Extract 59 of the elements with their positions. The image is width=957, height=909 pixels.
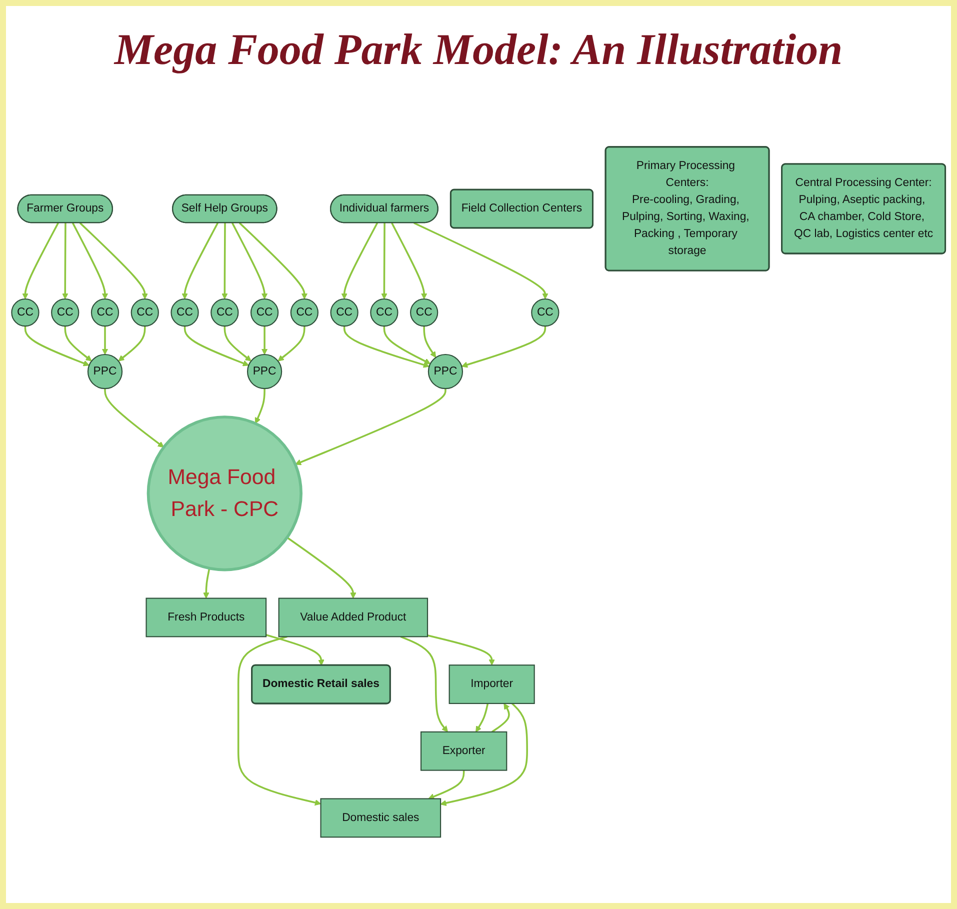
arrow bbox=[295, 388, 446, 466]
arrow bbox=[400, 636, 448, 732]
arrow bbox=[391, 222, 428, 300]
arrow bbox=[261, 326, 268, 355]
arrow bbox=[278, 326, 306, 362]
arrow bbox=[238, 222, 308, 300]
arrow bbox=[423, 326, 436, 358]
arrow bbox=[118, 326, 146, 362]
node-circle: CC bbox=[290, 298, 318, 327]
arrow bbox=[266, 634, 324, 666]
node-circle: CC bbox=[330, 298, 358, 327]
node-circle: CC bbox=[370, 298, 398, 327]
node-circle: CC bbox=[11, 298, 40, 327]
node-circle: CC bbox=[130, 298, 159, 327]
arrow bbox=[427, 634, 495, 666]
node-circle: Mega Food Park - CPC bbox=[146, 416, 302, 572]
node-box: Fresh Products bbox=[146, 598, 267, 638]
node-circle: CC bbox=[170, 298, 199, 327]
arrow bbox=[104, 388, 164, 448]
node-circle: PPC bbox=[87, 354, 123, 390]
arrow bbox=[237, 636, 322, 806]
arrow bbox=[341, 222, 378, 300]
diagram-title: Mega Food Park Model: An Illustration bbox=[114, 24, 843, 75]
node-box: Value Added Product bbox=[278, 598, 428, 638]
node-box: Domestic sales bbox=[320, 798, 442, 838]
node-circle: PPC bbox=[246, 354, 282, 390]
arrow bbox=[222, 222, 228, 300]
arrow bbox=[24, 326, 90, 366]
arrow bbox=[79, 222, 148, 300]
arrow bbox=[381, 222, 388, 300]
node-circle: CC bbox=[531, 298, 560, 327]
arrow bbox=[440, 702, 528, 806]
arrow bbox=[461, 326, 546, 368]
arrow bbox=[184, 326, 249, 366]
node-circle: CC bbox=[250, 298, 279, 327]
arrow bbox=[62, 222, 68, 300]
arrow bbox=[254, 388, 266, 424]
arrow bbox=[492, 703, 510, 733]
node-circle: PPC bbox=[428, 354, 464, 390]
node-box: Importer bbox=[448, 664, 535, 704]
arrow bbox=[414, 222, 548, 300]
arrow bbox=[182, 222, 219, 300]
node-box: Exporter bbox=[420, 731, 508, 771]
arrow bbox=[476, 703, 489, 732]
node-circle: CC bbox=[210, 298, 239, 327]
arrow bbox=[224, 326, 252, 362]
arrow bbox=[428, 770, 465, 800]
arrow bbox=[232, 222, 268, 300]
arrow bbox=[72, 222, 108, 300]
arrow bbox=[383, 326, 431, 364]
arrow bbox=[343, 326, 430, 368]
arrow bbox=[102, 326, 108, 355]
arrow bbox=[286, 536, 356, 599]
node-circle: CC bbox=[90, 298, 120, 327]
arrow bbox=[64, 326, 92, 362]
node-circle: CC bbox=[410, 298, 438, 327]
node-circle: CC bbox=[51, 298, 80, 327]
arrow bbox=[22, 222, 59, 300]
arrow bbox=[203, 568, 210, 599]
